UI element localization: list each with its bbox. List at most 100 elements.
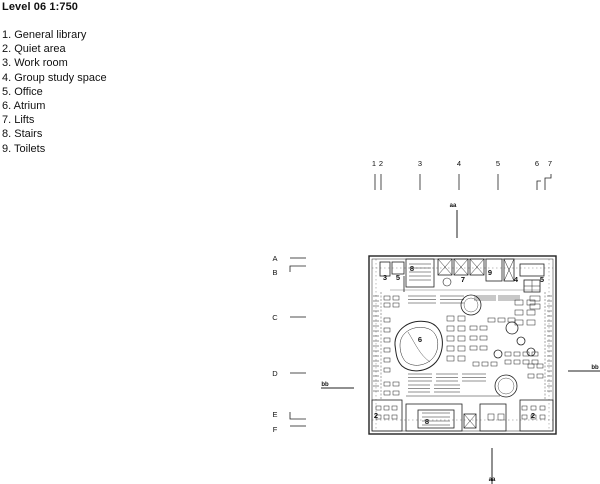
desk (446, 355, 455, 362)
room-legend: 1. General library 2. Quiet area 3. Work… (2, 28, 107, 156)
desk (487, 317, 496, 323)
desk (457, 355, 466, 362)
desk (504, 351, 512, 357)
desk (383, 357, 391, 363)
desk (446, 325, 455, 332)
desk (514, 319, 524, 326)
desk (479, 325, 488, 331)
desk (513, 351, 521, 357)
section-label-aa-top: aa (450, 203, 457, 209)
room-label-lifts: 7 (461, 275, 465, 284)
desk (479, 345, 488, 351)
legend-item-stairs: 8. Stairs (2, 128, 43, 141)
legend-item-quiet-area: 2. Quiet area (2, 43, 66, 56)
desk (536, 363, 544, 369)
desk (481, 361, 489, 367)
desk (383, 317, 391, 323)
room-label-group-study-ne: 4 (514, 275, 519, 284)
desk (530, 414, 537, 420)
desk (383, 390, 391, 396)
desk (383, 347, 391, 353)
legend-item-toilets: 9. Toilets (2, 142, 46, 155)
section-label-bb-left: bb (321, 382, 329, 388)
desk (487, 413, 495, 421)
grid-label-4: 4 (457, 159, 461, 168)
room-label-stairs-north: 8 (410, 264, 414, 273)
atrium (394, 320, 443, 372)
legend-item-atrium: 6. Atrium (2, 100, 46, 113)
grid-label-5: 5 (496, 159, 500, 168)
grid-label-1: 1 (372, 159, 376, 168)
desk (383, 327, 391, 333)
desk (539, 405, 546, 411)
room-label-work-room: 3 (383, 273, 387, 282)
desk (446, 315, 455, 322)
section-label-aa-bottom: aa (489, 477, 496, 483)
room-label-quiet-sw: 2 (374, 411, 378, 420)
desk (469, 325, 478, 331)
grid-label-d: D (272, 369, 278, 378)
interior-walls (380, 276, 546, 400)
desk (392, 295, 400, 301)
desk (383, 405, 390, 411)
desk (531, 359, 539, 365)
desk (457, 315, 466, 322)
grid-label-b: B (272, 268, 277, 277)
desk (527, 363, 535, 369)
desk (479, 335, 488, 341)
desk (490, 361, 498, 367)
room-label-office-nw: 5 (396, 273, 400, 282)
desk (446, 335, 455, 342)
section-lines (321, 210, 600, 484)
desk (497, 413, 505, 421)
desk (526, 319, 536, 326)
desk (383, 414, 390, 420)
desk (391, 405, 398, 411)
desk (526, 309, 536, 316)
desk (383, 302, 391, 308)
desk (392, 381, 400, 387)
desk (527, 373, 535, 379)
grid-label-a: A (272, 254, 277, 263)
desk (514, 299, 524, 306)
desk (469, 335, 478, 341)
legend-item-work-room: 3. Work room (2, 57, 68, 70)
desk (513, 359, 521, 365)
desk (521, 414, 528, 420)
desk (531, 351, 539, 357)
desk (529, 303, 541, 310)
desk (375, 405, 382, 411)
grid-ticks-top (374, 174, 552, 190)
page-title: Level 06 1:750 (2, 1, 79, 13)
grid-label-c: C (272, 313, 278, 322)
desk (375, 414, 382, 420)
desk (522, 351, 530, 357)
desk (457, 335, 466, 342)
building-outline (368, 255, 557, 435)
grid-label-2: 2 (379, 159, 383, 168)
furniture-layout (373, 295, 552, 421)
desk (383, 295, 391, 301)
section-label-bb-right: bb (591, 365, 599, 371)
room-label-office-ne: 5 (540, 275, 544, 284)
legend-item-office: 5. Office (2, 85, 43, 98)
desk (383, 381, 391, 387)
desk (469, 345, 478, 351)
desk (530, 405, 537, 411)
room-label-quiet-se: 2 (531, 411, 535, 420)
legend-item-lifts: 7. Lifts (2, 114, 35, 127)
desk (392, 302, 400, 308)
grid-label-f: F (273, 425, 278, 434)
desk (457, 345, 466, 352)
desk (446, 345, 455, 352)
grid-label-e: E (272, 410, 277, 419)
desk (457, 325, 466, 332)
desk (391, 414, 398, 420)
desk (383, 337, 391, 343)
desk (497, 317, 506, 323)
desk (539, 414, 546, 420)
desk (526, 299, 536, 306)
grid-label-3: 3 (418, 159, 422, 168)
legend-item-general-library: 1. General library (2, 29, 87, 41)
